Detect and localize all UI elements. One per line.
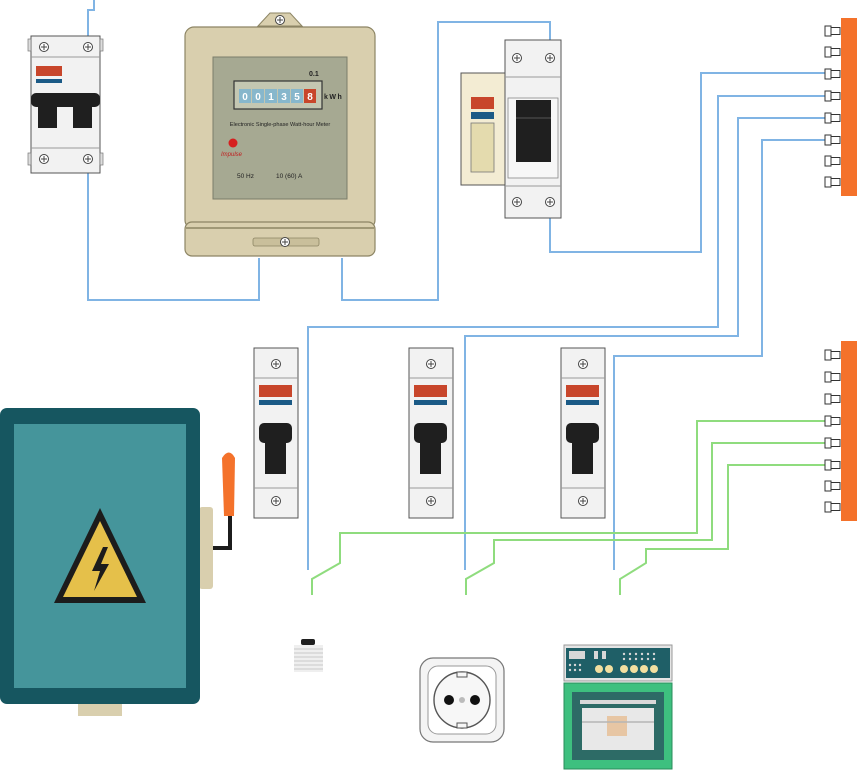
impulse-label: Impulse [221, 152, 243, 158]
meter-decimal-digit: 8 [307, 92, 313, 103]
electricity-meter: 0.1 0 0 1 3 5 8 kWh Electronic Single-ph… [184, 12, 376, 257]
meter-digit: 3 [281, 92, 287, 103]
screw-icon [545, 53, 555, 63]
wire-supply-top [87, 0, 95, 38]
meter-frequency: 50 Hz [237, 173, 254, 180]
wire-bus-to-mcb2 [464, 117, 827, 570]
panel-handle-icon[interactable] [213, 452, 235, 550]
terminal-icon [824, 176, 841, 188]
terminal-icon [824, 112, 841, 124]
terminal-icon [824, 68, 841, 80]
wall-socket-icon [419, 657, 505, 743]
screw-icon [426, 359, 436, 369]
distribution-panel[interactable] [0, 408, 235, 716]
screw-icon [426, 496, 436, 506]
busbar-top [824, 18, 857, 196]
screw-icon [39, 42, 49, 52]
meter-counter: 0 0 1 3 5 8 [239, 89, 316, 103]
screw-icon [512, 53, 522, 63]
wire-neutral-2 [465, 442, 827, 595]
circuit-breaker-1[interactable] [253, 347, 299, 519]
terminal-icon [824, 371, 841, 383]
terminal-icon [824, 155, 841, 167]
wire-meter-to-main [341, 21, 551, 301]
wire-main-to-bus1 [549, 72, 827, 253]
terminal-icon [824, 480, 841, 492]
green-wires [311, 420, 827, 595]
meter-current-rating: 10 (60) A [276, 173, 303, 180]
terminal-icon [824, 134, 841, 146]
blue-wires [87, 0, 827, 570]
terminal-icon [824, 415, 841, 427]
high-voltage-warning-icon [54, 508, 146, 603]
meter-digit: 0 [255, 92, 261, 103]
wire-breaker-to-meter [87, 172, 260, 301]
circuit-breaker-2[interactable] [408, 347, 454, 519]
meter-title: Electronic Single-phase Watt-hour Meter [230, 122, 331, 128]
meter-digit: 1 [268, 92, 274, 103]
wire-bus-to-mcb3 [613, 139, 827, 570]
terminal-icon [824, 437, 841, 449]
terminal-icon [824, 393, 841, 405]
wire-bus-to-mcb1 [307, 95, 827, 570]
oven-icon [563, 644, 673, 770]
terminal-icon [824, 25, 841, 37]
terminal-icon [824, 501, 841, 513]
screw-icon [578, 359, 588, 369]
screw-icon [83, 42, 93, 52]
main-double-pole-breaker[interactable] [27, 35, 104, 174]
screw-icon [545, 197, 555, 207]
meter-resolution: 0.1 [309, 71, 319, 78]
screw-icon [512, 197, 522, 207]
screw-icon [275, 15, 285, 25]
screw-icon [39, 154, 49, 164]
meter-digit: 0 [242, 92, 248, 103]
meter-unit: kWh [324, 94, 343, 101]
screw-icon [280, 237, 290, 247]
wire-neutral-1 [311, 420, 827, 595]
screw-icon [271, 496, 281, 506]
wire-neutral-3 [619, 464, 827, 595]
terminal-icon [824, 459, 841, 471]
main-switch-rcd[interactable] [460, 39, 562, 219]
terminal-icon [824, 90, 841, 102]
screw-icon [578, 496, 588, 506]
screw-icon [83, 154, 93, 164]
impulse-led [228, 138, 238, 148]
light-bulb-icon [294, 639, 323, 672]
meter-digit: 5 [294, 92, 300, 103]
screw-icon [271, 359, 281, 369]
terminal-icon [824, 46, 841, 58]
circuit-breaker-3[interactable] [560, 347, 606, 519]
terminal-icon [824, 349, 841, 361]
busbar-bottom [824, 341, 857, 521]
